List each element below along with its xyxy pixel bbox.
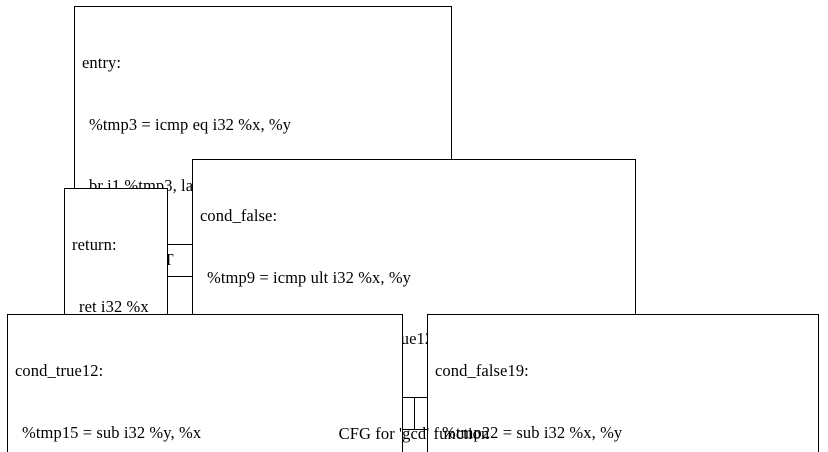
node-cond-false-line-0: %tmp9 = icmp ult i32 %x, %y — [207, 267, 412, 287]
node-cond-false-label: cond_false: — [200, 206, 278, 225]
node-return-label: return: — [72, 235, 117, 254]
node-return-line-0: ret i32 %x — [79, 296, 149, 316]
node-entry-line-0: %tmp3 = icmp eq i32 %x, %y — [89, 114, 292, 134]
node-entry-port-true[interactable]: T — [163, 250, 174, 269]
node-return-body: return: ret i32 %x — [65, 189, 167, 364]
node-entry-label: entry: — [82, 53, 122, 72]
node-cond-true12[interactable]: cond_true12: %tmp15 = sub i32 %y, %x %tm… — [7, 314, 403, 452]
node-cond-false19-line-0: %tmp22 = sub i32 %x, %y — [442, 422, 623, 442]
node-cond-false19[interactable]: cond_false19: %tmp22 = sub i32 %x, %y %t… — [427, 314, 819, 452]
graph-caption: CFG for 'gcd' function — [338, 424, 490, 443]
node-cond-true12-label: cond_true12: — [15, 361, 104, 380]
node-cond-true12-line-0: %tmp15 = sub i32 %y, %x — [22, 422, 202, 442]
node-cond-true12-body: cond_true12: %tmp15 = sub i32 %y, %x %tm… — [8, 315, 402, 452]
node-cond-false19-label: cond_false19: — [435, 361, 529, 380]
node-entry[interactable]: entry: %tmp3 = icmp eq i32 %x, %y br i1 … — [74, 6, 452, 277]
node-cond-false19-body: cond_false19: %tmp22 = sub i32 %x, %y %t… — [428, 315, 818, 452]
